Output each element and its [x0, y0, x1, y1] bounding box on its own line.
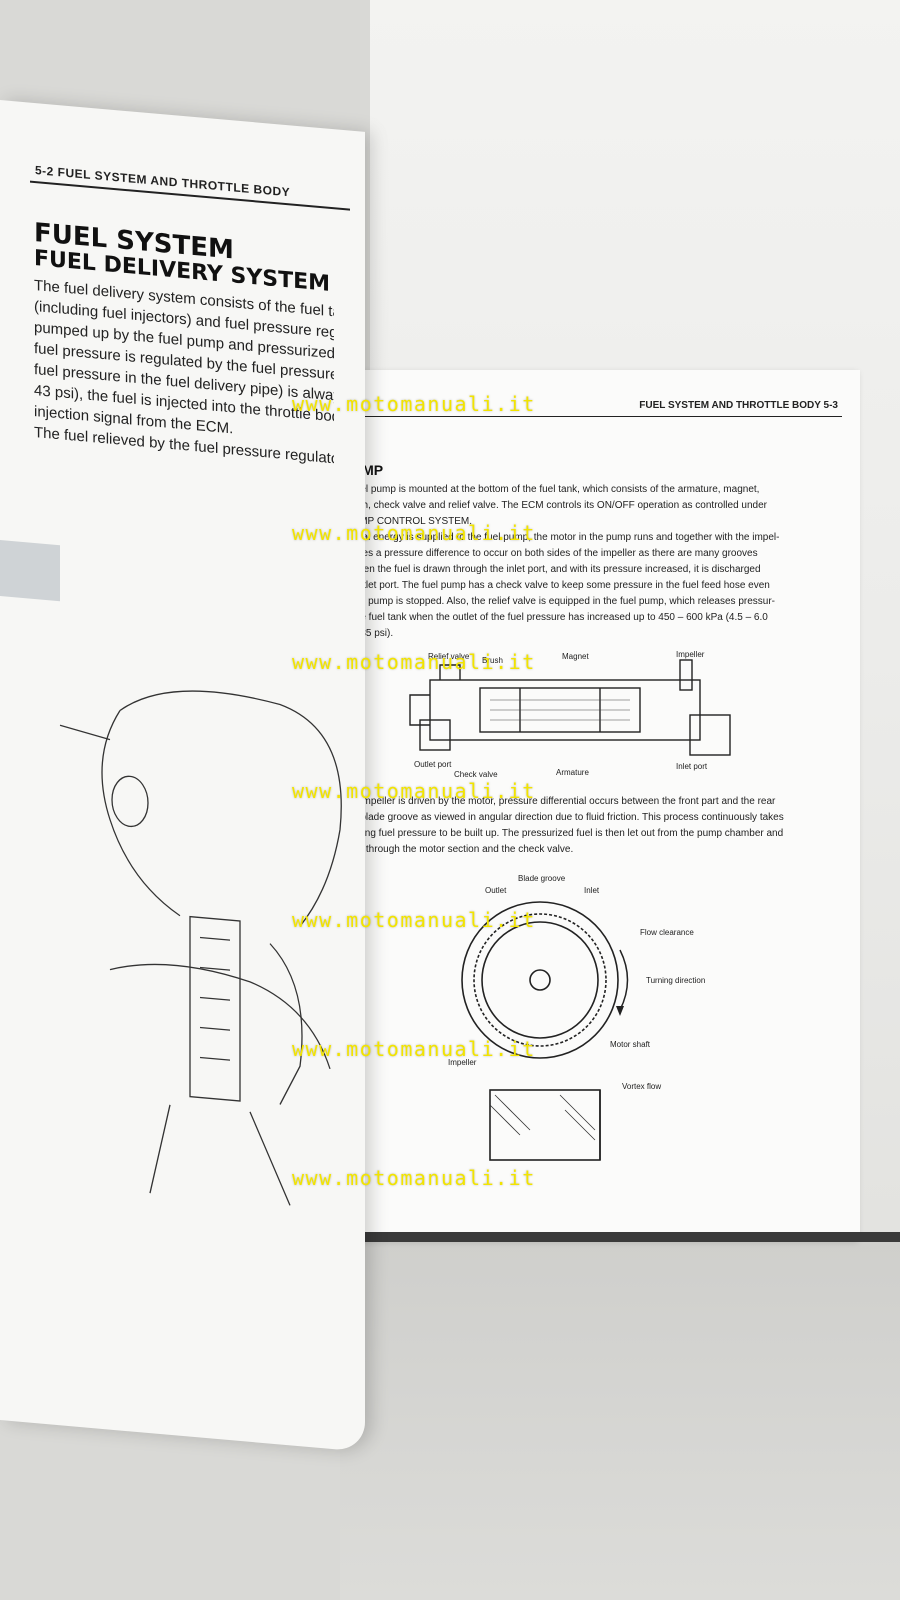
label-motor-shaft: Motor shaft: [610, 1040, 651, 1049]
text-line: e blade groove as viewed in angular dire…: [352, 812, 784, 823]
chapter-tab: [0, 540, 60, 602]
watermark: www.motomanuali.it: [292, 521, 536, 545]
text-line: – 85 psi).: [352, 628, 394, 639]
label-magnet: Magnet: [562, 652, 589, 661]
right-page: FUEL SYSTEM AND THROTTLE BODY 5-3 UMP fu…: [340, 370, 860, 1240]
watermark: www.motomanuali.it: [292, 1037, 536, 1061]
watermark: www.motomanuali.it: [292, 1166, 536, 1190]
label-impeller-bottom: Impeller: [448, 1058, 477, 1067]
left-page: 5-2 FUEL SYSTEM AND THROTTLE BODY FUEL S…: [0, 100, 365, 1452]
text-line: e impeller is driven by the motor, press…: [352, 796, 776, 807]
impeller-diagram: [461, 901, 629, 1161]
text-line: uses a pressure difference to occur on b…: [352, 548, 758, 559]
text-line: the fuel tank when the outlet of the fue…: [352, 612, 768, 623]
fuel-tank-illustration: [59, 690, 342, 1206]
watermark: www.motomanuali.it: [292, 392, 536, 416]
label-outlet: Outlet: [485, 886, 507, 895]
watermark: www.motomanuali.it: [292, 908, 536, 932]
text-line: UMP CONTROL SYSTEM.: [352, 516, 473, 527]
label-flow-clearance: Flow clearance: [640, 928, 694, 937]
paragraph-1: fuel pump is mounted at the bottom of th…: [352, 482, 840, 642]
text-line: ush, check valve and relief valve. The E…: [352, 500, 768, 511]
text-line: uel pump is stopped. Also, the relief va…: [352, 596, 776, 607]
fuel-pump-diagram: [409, 659, 731, 756]
label-armature: Armature: [556, 768, 589, 777]
text-line: using fuel pressure to be built up. The …: [352, 828, 784, 839]
label-inlet-port: Inlet port: [676, 762, 708, 771]
watermark: www.motomanuali.it: [292, 779, 536, 803]
body-text: The fuel delivery system consists of the…: [34, 275, 334, 469]
label-impeller: Impeller: [676, 650, 705, 659]
paragraph-2: e impeller is driven by the motor, press…: [352, 794, 840, 858]
label-outlet-port: Outlet port: [414, 760, 452, 769]
label-turning-direction: Turning direction: [646, 976, 706, 985]
text-line: ed through the motor section and the che…: [352, 844, 574, 855]
text-line: outlet port. The fuel pump has a check v…: [352, 580, 770, 591]
label-relief-valve: Relief valve: [428, 652, 470, 661]
book-edge: [340, 1232, 900, 1242]
label-check-valve: Check valve: [454, 770, 498, 779]
label-vortex-flow: Vortex flow: [622, 1082, 662, 1091]
header-rule: [360, 416, 842, 417]
watermark: www.motomanuali.it: [292, 650, 536, 674]
text-line: fuel pump is mounted at the bottom of th…: [352, 484, 760, 495]
text-line: rical energy is supplied to the fuel pum…: [352, 532, 780, 543]
text-line: Then the fuel is drawn through the inlet…: [352, 564, 761, 575]
label-blade-groove: Blade groove: [518, 874, 566, 883]
table-surface: [340, 1240, 900, 1600]
right-page-header: FUEL SYSTEM AND THROTTLE BODY 5-3: [639, 400, 838, 411]
label-inlet: Inlet: [584, 886, 600, 895]
label-brush: Brush: [482, 656, 503, 665]
